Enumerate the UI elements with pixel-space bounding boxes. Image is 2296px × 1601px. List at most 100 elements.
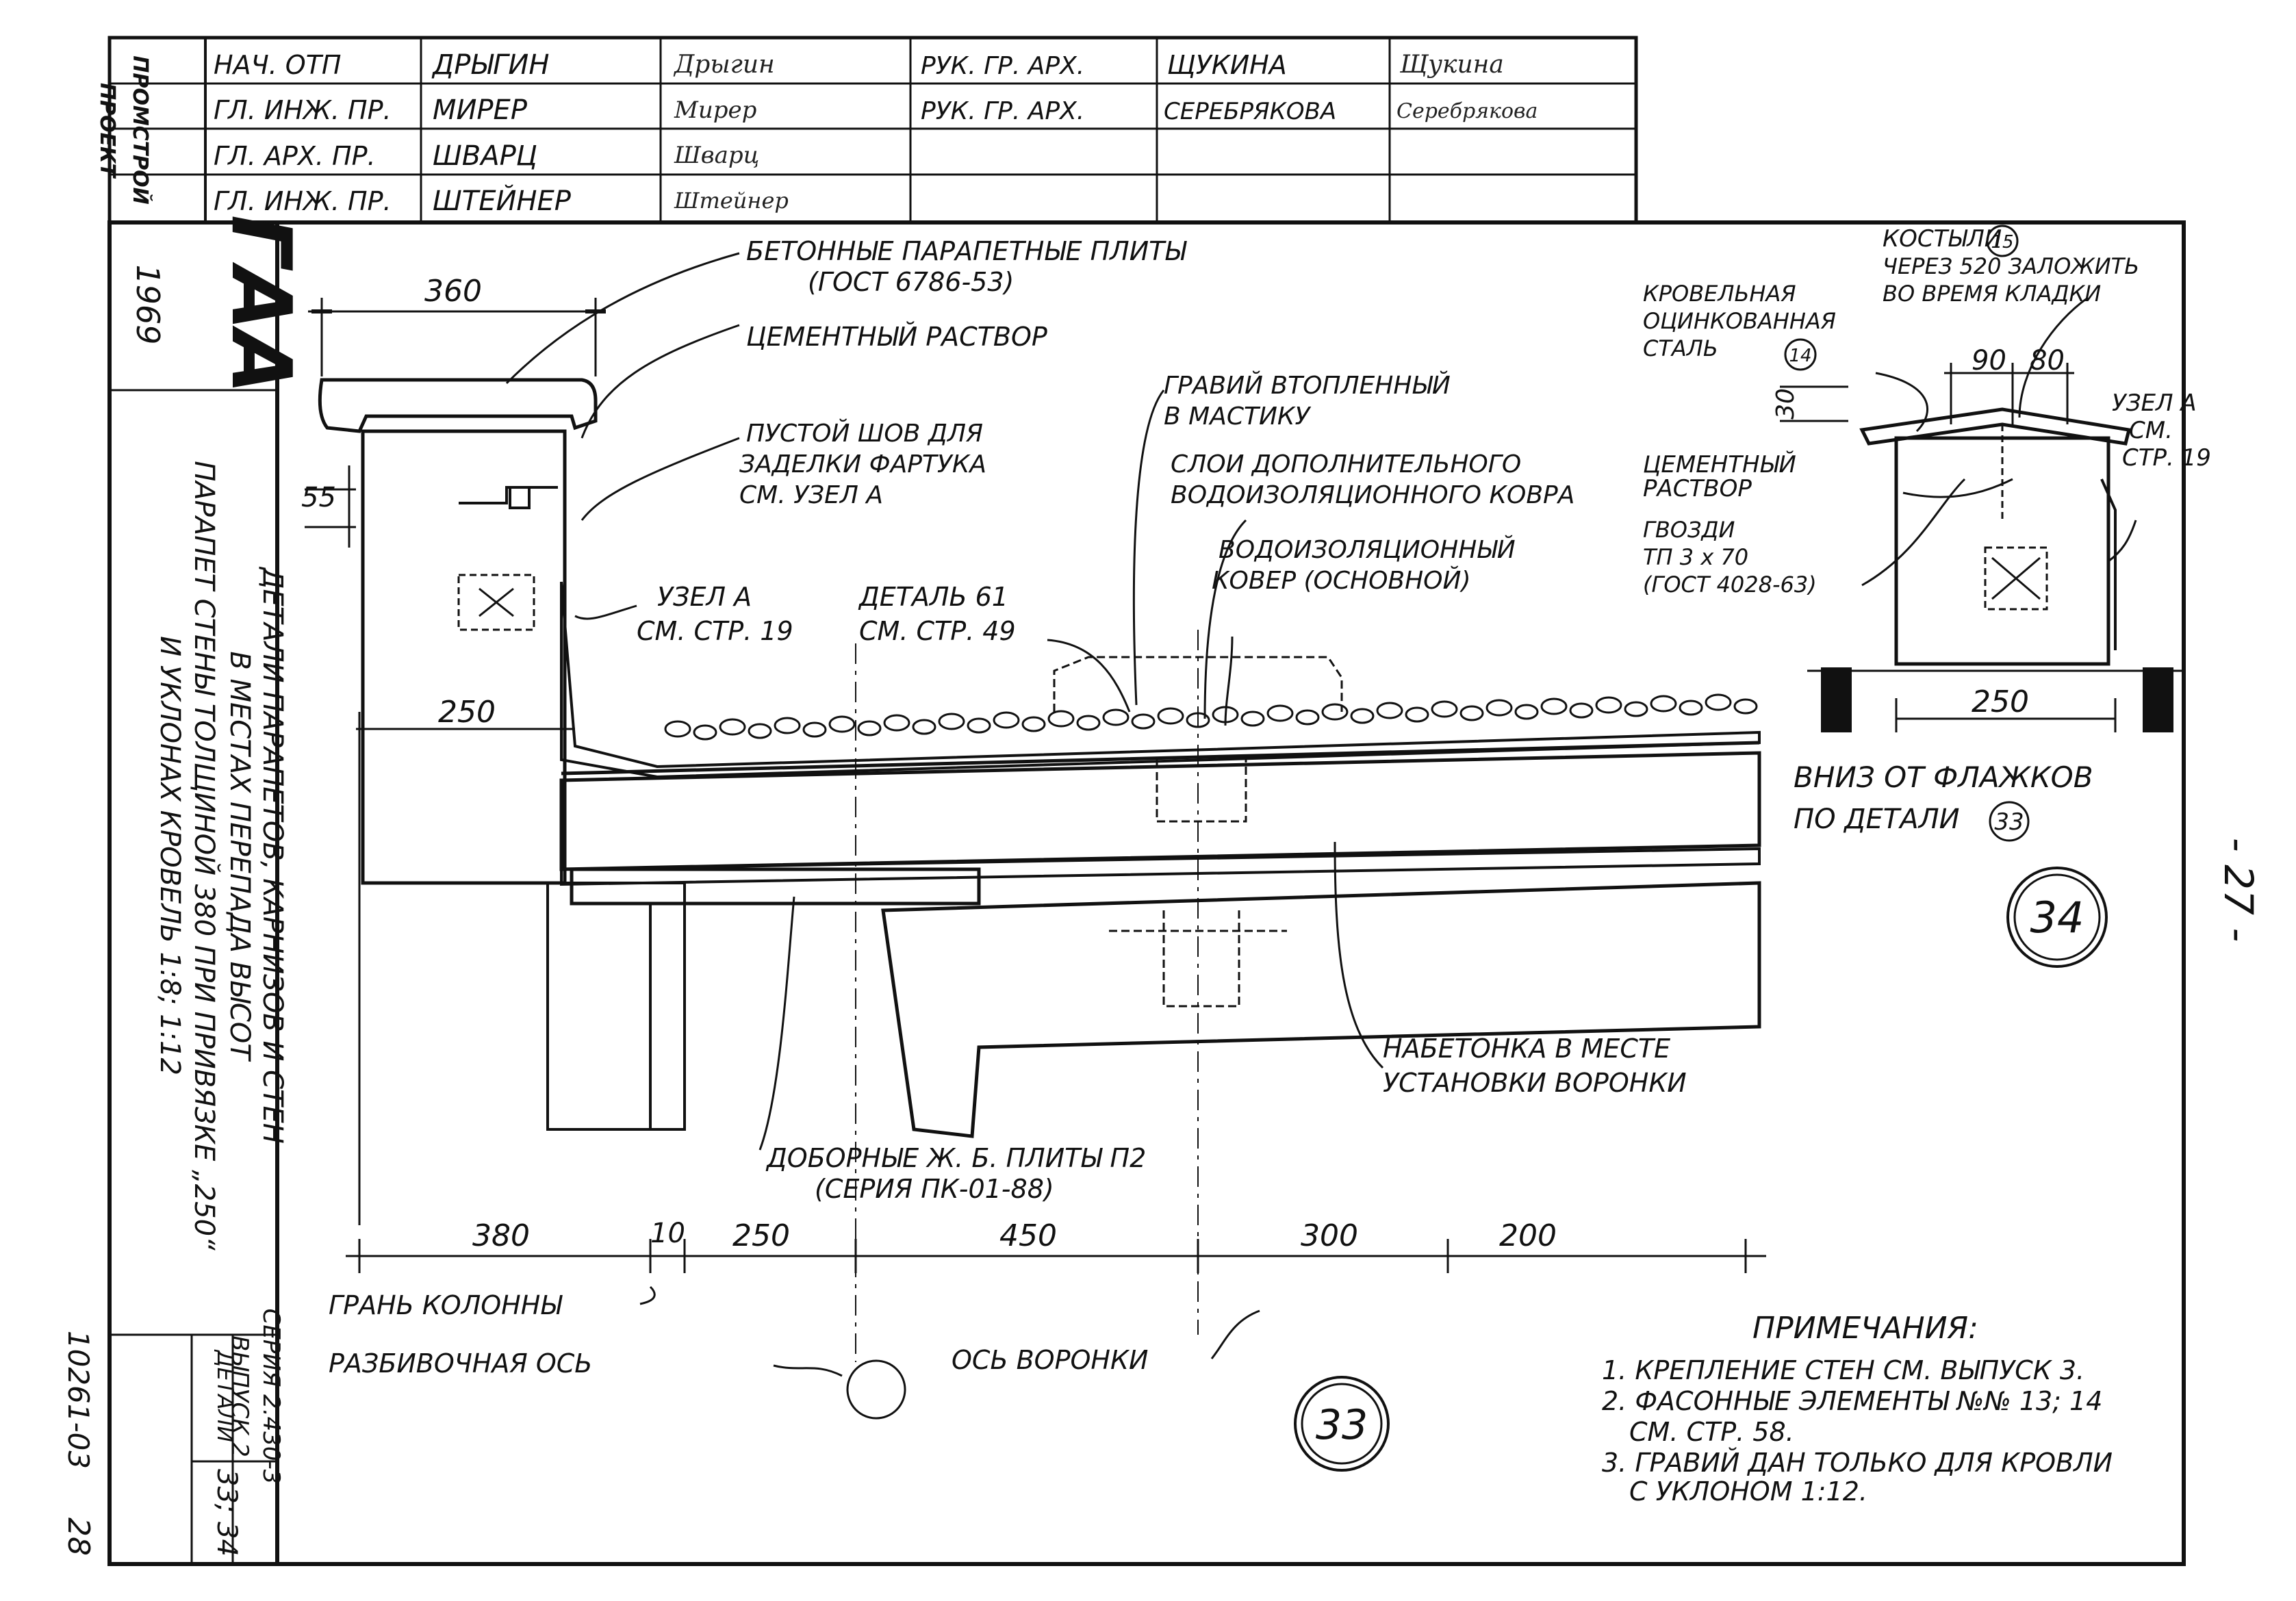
tb-right-signature-2: Серебрякова	[1396, 99, 1538, 123]
label-mortar-2: РАСТВОР	[1643, 475, 1752, 502]
label-node-a-page: СМ. СТР. 19	[637, 616, 793, 646]
crutches-mark: 15	[1991, 232, 2013, 253]
dim-250: 250	[732, 1218, 790, 1253]
doc-number: 10261-03	[62, 1331, 95, 1469]
tb-right-name-1: ЩУКИНА	[1167, 50, 1287, 80]
tb-name-2: МИРЕР	[433, 94, 528, 126]
label-extra-layer-2: ВОДОИЗОЛЯЦИОННОГО КОВРА	[1171, 481, 1574, 509]
label-node-a: УЗЕЛ А	[657, 582, 752, 612]
side-strip: ГАА 1969 ДЕТАЛИ ПАРАПЕТОВ, КАРНИЗОВ И СТ…	[61, 215, 308, 1564]
label-column-face: ГРАНЬ КОЛОННЫ	[329, 1290, 563, 1320]
dim-200: 200	[1499, 1218, 1557, 1253]
sheet-description: ДЕТАЛИ ПАРАПЕТОВ, КАРНИЗОВ И СТЕН В МЕСТ…	[154, 461, 288, 1251]
dim-30-wrap: 30	[1772, 388, 1800, 420]
title-block: ПРОМСТРОЙ ПРОЕКТ НАЧ. ОТП ГЛ. ИНЖ. ПР. Г…	[95, 36, 1638, 225]
dim-90: 90	[1972, 345, 2006, 376]
label-parapet-slabs: БЕТОННЫЕ ПАРАПЕТНЫЕ ПЛИТЫ	[746, 236, 1187, 266]
note-2-cont: СМ. СТР. 58.	[1629, 1417, 1794, 1447]
label-node-a-34: УЗЕЛ А	[2112, 389, 2197, 417]
svg-text:33; 34: 33; 34	[211, 1469, 242, 1557]
insulation-layer	[559, 751, 1761, 871]
steel-mark: 14	[1789, 346, 1811, 366]
svg-text:И УКЛОНАХ КРОВЕЛЬ 1:8; 1:12: И УКЛОНАХ КРОВЕЛЬ 1:8; 1:12	[154, 636, 186, 1075]
label-mortar-1: ЦЕМЕНТНЫЙ	[1643, 450, 1796, 478]
note-2: 2. ФАСОННЫЕ ЭЛЕМЕНТЫ №№ 13; 14	[1602, 1386, 2102, 1416]
roof-beam	[881, 881, 1761, 1138]
tb-right-role-1: РУК. ГР. АРХ.	[921, 52, 1084, 80]
svg-text:СЕРИЯ 2.430-3: СЕРИЯ 2.430-3	[257, 1309, 285, 1485]
svg-text:ПРОЕКТ: ПРОЕКТ	[95, 83, 119, 179]
label-main-carpet-1: ВОДОИЗОЛЯЦИОННЫЙ	[1219, 535, 1516, 564]
dim-250-wall: 250	[438, 695, 496, 730]
dim-55: 55	[301, 482, 336, 513]
svg-text:ПАРАПЕТ СТЕНЫ ТОЛЩИНОЙ 380 ПРИ: ПАРАПЕТ СТЕНЫ ТОЛЩИНОЙ 380 ПРИ ПРИВЯЗКЕ …	[188, 461, 221, 1251]
label-crutches-2: ЧЕРЕЗ 520 ЗАЛОЖИТЬ	[1883, 253, 2139, 279]
label-extra-slabs-1: ДОБОРНЫЕ Ж. Б. ПЛИТЫ П2	[765, 1143, 1146, 1173]
tb-signature-4: Штейнер	[674, 188, 789, 214]
tb-role-2: ГЛ. ИНЖ. ПР.	[214, 95, 392, 125]
label-node-a-34-3: СТР. 19	[2122, 444, 2211, 472]
label-steel-1: КРОВЕЛЬНАЯ	[1643, 281, 1796, 307]
extra-slab-p2	[570, 867, 981, 906]
page-number: 28	[61, 1517, 96, 1556]
series-info: СЕРИЯ 2.430-3 ВЫПУСК 2	[226, 1309, 285, 1485]
dim-80: 80	[2030, 345, 2065, 376]
svg-text:ДЕТАЛИ: ДЕТАЛИ	[212, 1349, 238, 1443]
gravel	[664, 693, 1758, 741]
tb-right-signature-1: Щукина	[1399, 51, 1504, 79]
detail-33-drawing: БЕТОННЫЕ ПАРАПЕТНЫЕ ПЛИТЫ (ГОСТ 6786-53)…	[301, 236, 1766, 1472]
details-value: 33; 34	[211, 1469, 242, 1557]
dim-10: 10	[650, 1218, 685, 1249]
tb-name-1: ДРЫГИН	[431, 49, 549, 81]
label-crutches-3: ВО ВРЕМЯ КЛАДКИ	[1883, 281, 2101, 307]
label-nails-3: (ГОСТ 4028-63)	[1643, 572, 1817, 598]
svg-text:- 27 -: - 27 -	[2215, 838, 2262, 943]
dim-30: 30	[1772, 388, 1800, 420]
label-parapet-slabs-gost: (ГОСТ 6786-53)	[808, 267, 1014, 297]
svg-text:ВЫПУСК 2: ВЫПУСК 2	[226, 1335, 253, 1457]
label-nails-1: ГВОЗДИ	[1643, 517, 1735, 543]
svg-text:1969: 1969	[129, 264, 166, 344]
label-steel-2: ОЦИНКОВАННАЯ	[1643, 308, 1836, 334]
dim-300: 300	[1301, 1218, 1358, 1253]
logo: ГАА	[213, 215, 308, 394]
label-below-2: ПО ДЕТАЛИ	[1794, 804, 1960, 835]
dim-380: 380	[472, 1218, 530, 1253]
svg-text:28: 28	[61, 1517, 96, 1556]
label-extra-layer-1: СЛОИ ДОПОЛНИТЕЛЬНОГО	[1171, 450, 1521, 478]
detail-34-drawing: КОСТЫЛИ 15 ЧЕРЕЗ 520 ЗАЛОЖИТЬ ВО ВРЕМЯ К…	[1643, 225, 2211, 968]
tb-role-3: ГЛ. АРХ. ПР.	[214, 141, 376, 171]
label-concrete-2: УСТАНОВКИ ВОРОНКИ	[1383, 1068, 1687, 1098]
column	[546, 882, 686, 1131]
axis-marker-icon	[846, 1359, 906, 1420]
label-steel-3: СТАЛЬ	[1643, 335, 1718, 361]
detail-34-number: 34	[2030, 893, 2084, 943]
below-mark: 33	[1994, 808, 2024, 836]
label-extra-slabs-2: (СЕРИЯ ПК-01-88)	[815, 1174, 1054, 1204]
notes: ПРИМЕЧАНИЯ: 1. КРЕПЛЕНИЕ СТЕН СМ. ВЫПУСК…	[1602, 1311, 2113, 1507]
label-main-carpet-2: КОВЕР (ОСНОВНОЙ)	[1212, 566, 1471, 595]
svg-text:В МЕСТАХ ПЕРЕПАДА ВЫСОТ: В МЕСТАХ ПЕРЕПАДА ВЫСОТ	[224, 651, 255, 1062]
label-gravel-1: ГРАВИЙ ВТОПЛЕННЫЙ	[1164, 371, 1451, 400]
sheet-frame	[107, 220, 2186, 1566]
label-empty-joint-1: ПУСТОЙ ШОВ ДЛЯ	[746, 419, 983, 448]
label-node-a-34-2: СМ.	[2129, 417, 2173, 444]
steel-cap	[1859, 407, 2132, 446]
label-funnel-axis: ОСЬ ВОРОНКИ	[952, 1345, 1148, 1375]
note-3-cont: С УКЛОНОМ 1:12.	[1629, 1476, 1867, 1507]
dim-450: 450	[999, 1218, 1057, 1253]
year: 1969	[129, 264, 166, 344]
tb-name-4: ШТЕЙНЕР	[433, 184, 572, 217]
tb-role-1: НАЧ. ОТП	[214, 50, 341, 80]
label-empty-joint-2: ЗАДЕЛКИ ФАРТУКА	[739, 450, 986, 478]
detail-33-leaders	[505, 252, 1384, 1377]
detail-33-dimensions	[305, 298, 1766, 1273]
label-concrete-1: НАБЕТОНКА В МЕСТЕ	[1383, 1034, 1670, 1064]
label-detail-61: ДЕТАЛЬ 61	[858, 582, 1008, 612]
detail-33-number: 33	[1316, 1401, 1368, 1449]
label-below-1: ВНИЗ ОТ ФЛАЖКОВ	[1794, 760, 2093, 794]
org-name: ПРОМСТРОЙ ПРОЕКТ	[95, 55, 153, 205]
note-1: 1. КРЕПЛЕНИЕ СТЕН СМ. ВЫПУСК 3.	[1602, 1355, 2084, 1385]
label-cement-mortar: ЦЕМЕНТНЫЙ РАСТВОР	[746, 322, 1047, 352]
label-axis: РАЗБИВОЧНАЯ ОСЬ	[329, 1348, 592, 1379]
